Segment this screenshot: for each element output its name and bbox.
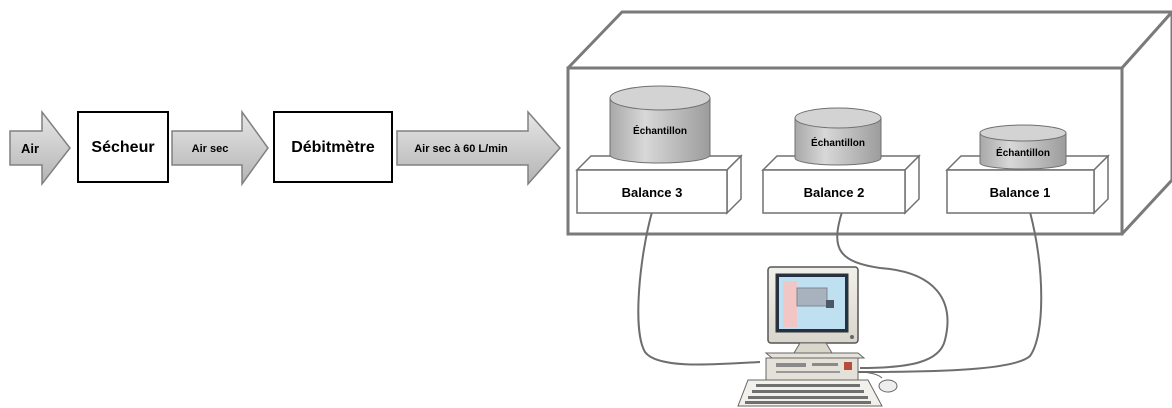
dryer-label: Sécheur (91, 139, 154, 156)
desktop-computer-icon (737, 266, 898, 407)
balance-3: Balance 3 Échantillon (575, 85, 743, 215)
dry-air-arrow: Air sec (171, 109, 269, 187)
cables (637, 211, 1043, 373)
flow-rate-arrow: Air sec à 60 L/min (396, 110, 562, 186)
balance-2: Balance 2 Échantillon (761, 107, 921, 215)
flowmeter-box: Débitmètre (273, 111, 393, 183)
dry-air-label: Air sec (192, 143, 229, 155)
balance-label: Balance 1 (990, 185, 1051, 200)
balance-label: Balance 3 (622, 185, 683, 200)
sample-label: Échantillon (811, 136, 865, 149)
air-input-label: Air (21, 141, 39, 156)
sample-cylinder: Échantillon (794, 107, 882, 166)
balance-label: Balance 2 (804, 185, 865, 200)
dryer-box: Sécheur (77, 111, 169, 183)
sample-label: Échantillon (996, 146, 1050, 159)
sample-label: Échantillon (633, 124, 687, 137)
sample-cylinder: Échantillon (979, 124, 1067, 170)
air-input-arrow: Air (9, 109, 71, 187)
sample-cylinder: Échantillon (609, 85, 711, 164)
flowmeter-label: Débitmètre (291, 139, 375, 156)
flow-rate-label: Air sec à 60 L/min (414, 143, 508, 155)
balance-1: Balance 1 Échantillon (945, 124, 1110, 215)
